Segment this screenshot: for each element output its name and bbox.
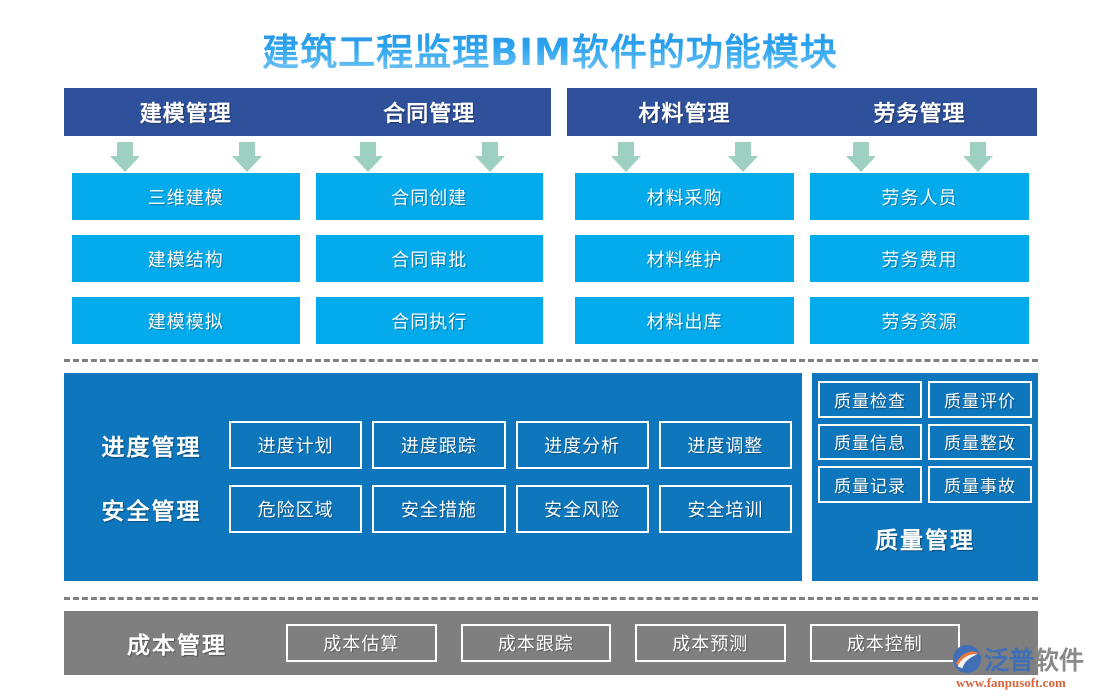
down-arrow-icon (475, 142, 506, 172)
quality-grid: 质量检查 质量评价 质量信息 质量整改 质量记录 质量事故 (818, 381, 1032, 503)
arrow-group-cailiao (567, 142, 802, 174)
arrow-group-jianmo (64, 142, 308, 174)
module-box[interactable]: 合同审批 (315, 235, 543, 282)
header-bar-left: 建模管理 合同管理 (64, 88, 551, 136)
fanpu-logo-icon (952, 644, 982, 674)
module-box[interactable]: 材料出库 (575, 297, 794, 344)
panel-cell[interactable]: 安全培训 (658, 485, 792, 533)
module-columns-left: 三维建模 建模结构 建模模拟 合同创建 合同审批 合同执行 (64, 173, 551, 344)
module-box[interactable]: 劳务资源 (810, 297, 1029, 344)
dashed-divider-top (64, 359, 1038, 362)
logo-word-primary: 泛普 (984, 647, 1035, 675)
panel-cell[interactable]: 进度计划 (229, 421, 363, 469)
module-box[interactable]: 合同创建 (315, 173, 543, 220)
module-box[interactable]: 材料维护 (575, 235, 794, 282)
cost-cell[interactable]: 成本估算 (286, 624, 437, 662)
header-label-hetong: 合同管理 (383, 101, 476, 126)
page-title: 建筑工程监理BIM软件的功能模块 (0, 22, 1100, 76)
cost-management-bar: 成本管理 成本估算 成本跟踪 成本预测 成本控制 (64, 611, 1038, 675)
panel-cell[interactable]: 进度分析 (515, 421, 649, 469)
module-column-jianmo: 三维建模 建模结构 建模模拟 (64, 173, 308, 344)
quality-panel: 质量检查 质量评价 质量信息 质量整改 质量记录 质量事故 质量管理 (812, 373, 1038, 581)
panel-cell[interactable]: 进度调整 (658, 421, 792, 469)
quality-panel-title: 质量管理 (818, 515, 1032, 561)
module-box[interactable]: 建模结构 (72, 235, 300, 282)
panel-row-label: 安全管理 (101, 498, 202, 524)
quality-cell[interactable]: 质量整改 (928, 423, 1032, 461)
cost-cell[interactable]: 成本预测 (635, 624, 786, 662)
module-box[interactable]: 材料采购 (575, 173, 794, 220)
header-bar-right: 材料管理 劳务管理 (567, 88, 1037, 136)
module-column-cailiao: 材料采购 材料维护 材料出库 (567, 173, 802, 344)
cost-cell[interactable]: 成本跟踪 (460, 624, 611, 662)
logo-url: www.fanpusoft.com (956, 675, 1066, 690)
down-arrow-icon (728, 142, 759, 172)
arrow-group-laowu (802, 142, 1037, 174)
dashed-divider-bottom (64, 597, 1038, 600)
header-label-cailiao: 材料管理 (638, 101, 731, 126)
quality-cell[interactable]: 质量信息 (818, 423, 922, 461)
module-column-laowu: 劳务人员 劳务费用 劳务资源 (802, 173, 1037, 344)
cost-management-label: 成本管理 (127, 632, 227, 658)
panel-row-safety: 安全管理 危险区域 安全措施 安全风险 安全培训 (74, 485, 792, 533)
panel-row-progress: 进度管理 进度计划 进度跟踪 进度分析 进度调整 (74, 421, 792, 469)
arrow-row-right (567, 142, 1037, 174)
module-box[interactable]: 建模模拟 (72, 297, 300, 344)
down-arrow-icon (845, 142, 876, 172)
panel-cell[interactable]: 安全风险 (515, 485, 649, 533)
module-box[interactable]: 劳务费用 (810, 235, 1029, 282)
panel-cell[interactable]: 安全措施 (372, 485, 506, 533)
brand-logo: 泛普 软件 www.fanpusoft.com (952, 643, 1096, 695)
panel-cell[interactable]: 危险区域 (229, 485, 363, 533)
cost-cell[interactable]: 成本控制 (809, 624, 960, 662)
panel-row-label: 进度管理 (101, 434, 202, 460)
quality-cell[interactable]: 质量检查 (818, 381, 922, 418)
progress-safety-panel: 进度管理 进度计划 进度跟踪 进度分析 进度调整 安全管理 危险区域 安全措施 … (64, 373, 802, 581)
down-arrow-icon (963, 142, 994, 172)
module-box[interactable]: 劳务人员 (810, 173, 1029, 220)
module-box[interactable]: 合同执行 (315, 297, 543, 344)
quality-cell[interactable]: 质量评价 (928, 381, 1032, 418)
arrow-row-left (64, 142, 551, 174)
module-box[interactable]: 三维建模 (72, 173, 300, 220)
header-label-jianmo: 建模管理 (139, 101, 232, 126)
arrow-group-hetong (308, 142, 552, 174)
logo-word-secondary: 软件 (1034, 647, 1085, 675)
quality-cell[interactable]: 质量事故 (928, 466, 1032, 503)
down-arrow-icon (353, 142, 384, 172)
down-arrow-icon (231, 142, 262, 172)
module-columns-right: 材料采购 材料维护 材料出库 劳务人员 劳务费用 劳务资源 (567, 173, 1037, 344)
down-arrow-icon (610, 142, 641, 172)
down-arrow-icon (109, 142, 140, 172)
quality-cell[interactable]: 质量记录 (818, 466, 922, 503)
module-column-hetong: 合同创建 合同审批 合同执行 (308, 173, 552, 344)
header-label-laowu: 劳务管理 (873, 101, 966, 126)
panel-cell[interactable]: 进度跟踪 (372, 421, 506, 469)
